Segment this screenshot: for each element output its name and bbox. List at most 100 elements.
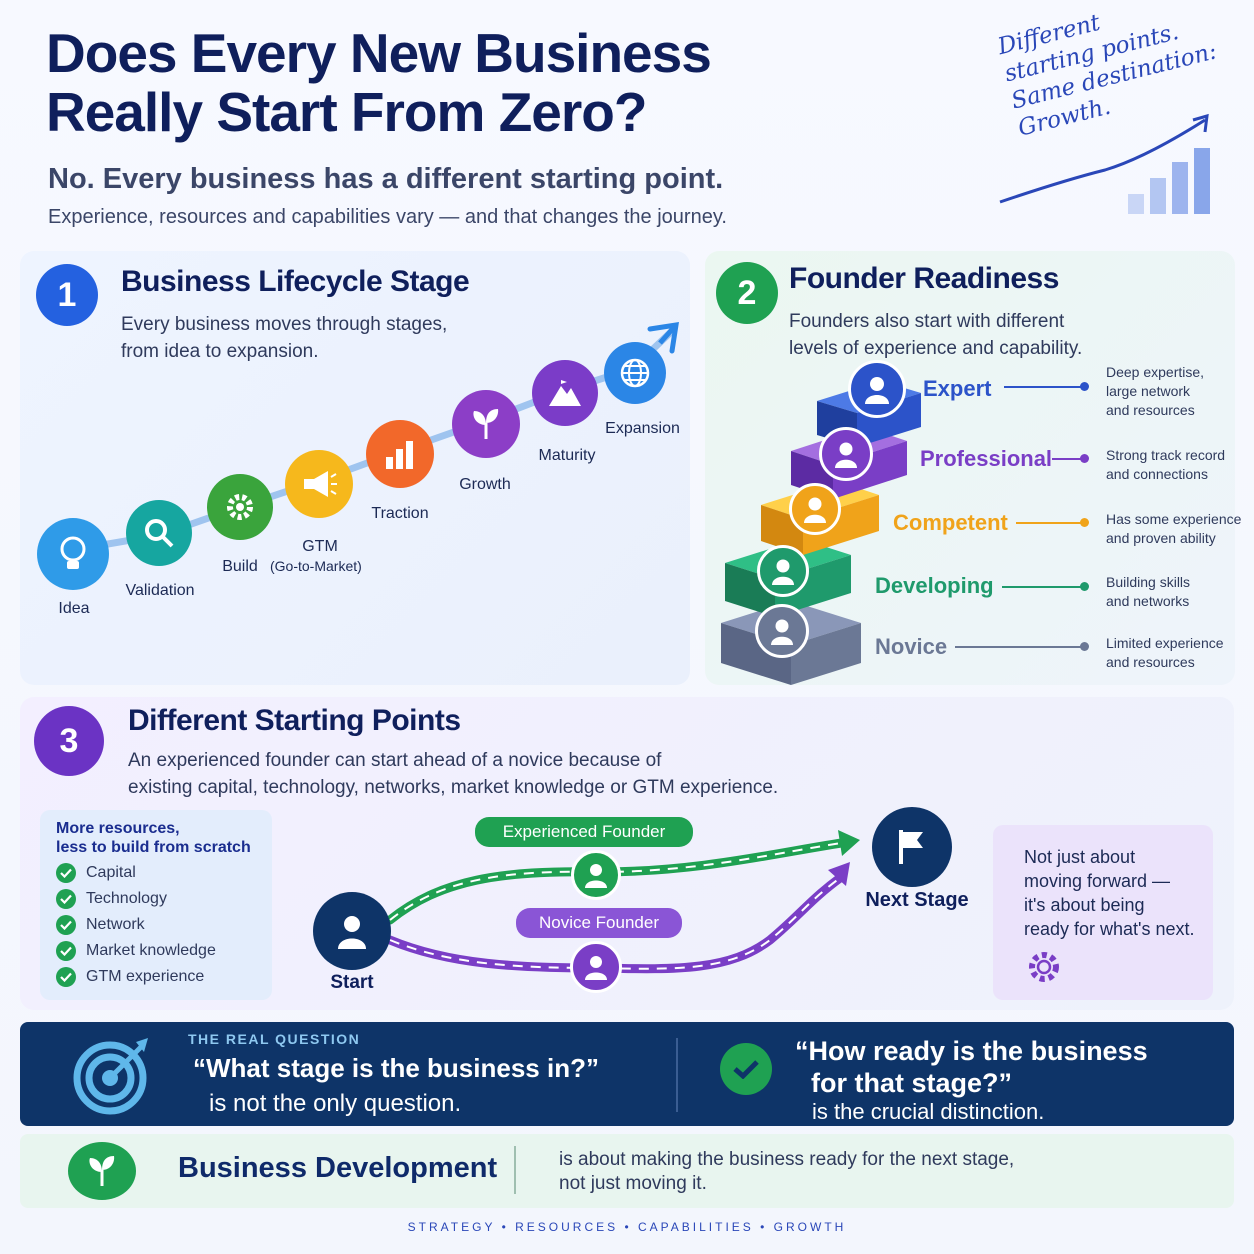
description-line: levels of experience and capability. — [789, 338, 1083, 359]
business-development-bar — [20, 1134, 1234, 1208]
check-icon — [56, 967, 76, 987]
description-line: Founders also start with different — [789, 311, 1065, 332]
desc-line: and networks — [1106, 593, 1190, 609]
section-number-badge: 1 — [36, 264, 98, 326]
magnifier-icon — [145, 519, 174, 548]
professional-avatar — [819, 427, 873, 481]
check-icon — [56, 863, 76, 883]
business-development-title: Business Development — [178, 1152, 498, 1184]
connector-line — [1004, 386, 1084, 388]
desc-line: and resources — [1106, 402, 1195, 418]
resource-item: Market knowledge — [56, 938, 216, 964]
stage-label: Traction — [371, 505, 429, 522]
question-1: “What stage is the business in?” — [193, 1053, 599, 1083]
readiness-title: Founder Readiness — [789, 262, 1059, 295]
level-desc-competent: Has some experience and proven ability — [1106, 510, 1241, 548]
stage-label: Validation — [125, 582, 195, 599]
novice-founder-pill: Novice Founder — [516, 908, 682, 938]
resource-item: Technology — [56, 886, 216, 912]
connector-line — [1002, 586, 1084, 588]
stage-label: Idea — [58, 600, 90, 617]
mountain-icon — [549, 380, 581, 406]
bd-desc-line: not just moving it. — [559, 1173, 707, 1194]
start-node — [313, 892, 391, 970]
sprout-icon — [473, 409, 499, 439]
connector-line — [1016, 522, 1084, 524]
expert-avatar — [848, 360, 906, 418]
check-icon — [56, 915, 76, 935]
resources-title-line: less to build from scratch — [56, 839, 251, 856]
connector-dot — [1080, 582, 1089, 591]
note-box: Not just about moving forward — it's abo… — [993, 825, 1213, 1000]
novice-avatar — [755, 604, 809, 658]
stage-gtm — [285, 450, 353, 518]
check-icon — [56, 941, 76, 961]
resources-box: More resources, less to build from scrat… — [40, 810, 272, 1000]
stage-build — [207, 474, 273, 540]
level-desc-novice: Limited experience and resources — [1106, 634, 1224, 672]
connector-line — [955, 646, 1084, 648]
lifecycle-title: Business Lifecycle Stage — [121, 265, 470, 298]
check-icon — [56, 889, 76, 909]
bar-chart-icon — [386, 441, 413, 469]
competent-avatar — [789, 483, 841, 535]
desc-line: and proven ability — [1106, 530, 1216, 546]
page-title: Does Every New Business Really Start Fro… — [46, 24, 946, 142]
desc-line: Has some experience — [1106, 511, 1242, 527]
stage-label: Expansion — [605, 420, 680, 437]
resources-list: Capital Technology Network Market knowle… — [56, 860, 216, 990]
business-development-desc: is about making the business ready for t… — [559, 1148, 1014, 1196]
gear-icon — [227, 494, 253, 520]
resource-label: Technology — [86, 890, 167, 907]
title-line-2: Really Start From Zero? — [46, 81, 647, 143]
page-subtitle: No. Every business has a different start… — [48, 163, 724, 195]
next-stage-label: Next Stage — [865, 889, 969, 911]
target-icon — [73, 1038, 148, 1115]
question-divider — [676, 1038, 678, 1112]
growth-chart-icon — [999, 113, 1210, 214]
resources-title-line: More resources, — [56, 820, 180, 837]
note-line: moving forward — — [1024, 871, 1171, 891]
section-number-badge: 2 — [716, 262, 778, 324]
desc-line: Deep expertise, — [1106, 364, 1205, 380]
globe-icon — [620, 358, 650, 388]
section-number-badge: 3 — [34, 706, 104, 776]
question-bar — [20, 1022, 1234, 1126]
desc-line: and resources — [1106, 654, 1195, 670]
bd-divider — [514, 1146, 516, 1194]
question-2-line: “How ready is the business — [795, 1036, 1148, 1066]
level-desc-expert: Deep expertise, large network and resour… — [1106, 363, 1204, 420]
stage-label: Growth — [459, 476, 511, 493]
experienced-founder-avatar — [571, 850, 621, 900]
stage-label: Maturity — [538, 447, 596, 464]
stage-maturity — [532, 360, 598, 426]
question-2: “How ready is the business for that stag… — [795, 1035, 1148, 1099]
connector-dot — [1080, 454, 1089, 463]
novice-founder-avatar — [570, 941, 622, 993]
megaphone-icon — [304, 471, 337, 497]
resource-label: Market knowledge — [86, 942, 216, 959]
person-icon — [585, 956, 607, 980]
person-icon — [338, 916, 366, 949]
level-label-novice: Novice — [875, 634, 948, 659]
footer-tagline: STRATEGY • RESOURCES • CAPABILITIES • GR… — [407, 1220, 847, 1234]
level-desc-professional: Strong track record and connections — [1106, 446, 1225, 484]
person-icon — [835, 442, 857, 468]
stage-growth — [452, 390, 520, 458]
description-line: An experienced founder can start ahead o… — [128, 750, 662, 771]
level-desc-developing: Building skills and networks — [1106, 573, 1190, 611]
experienced-founder-pill: Experienced Founder — [475, 817, 693, 847]
desc-line: Building skills — [1106, 574, 1191, 590]
resource-item: Network — [56, 912, 216, 938]
start-label: Start — [330, 972, 374, 993]
note-text: Not just about moving forward — it's abo… — [1024, 845, 1195, 941]
stage-sublabel: (Go-to-Market) — [270, 558, 362, 574]
lifecycle-path — [69, 322, 679, 554]
desc-line: Limited experience — [1106, 635, 1224, 651]
desc-line: and connections — [1106, 466, 1208, 482]
desc-line: large network — [1106, 383, 1191, 399]
question-2-line: for that stage?” — [811, 1068, 1013, 1098]
sprout-icon — [68, 1142, 136, 1200]
resource-label: GTM experience — [86, 968, 205, 985]
resource-item: GTM experience — [56, 964, 216, 990]
